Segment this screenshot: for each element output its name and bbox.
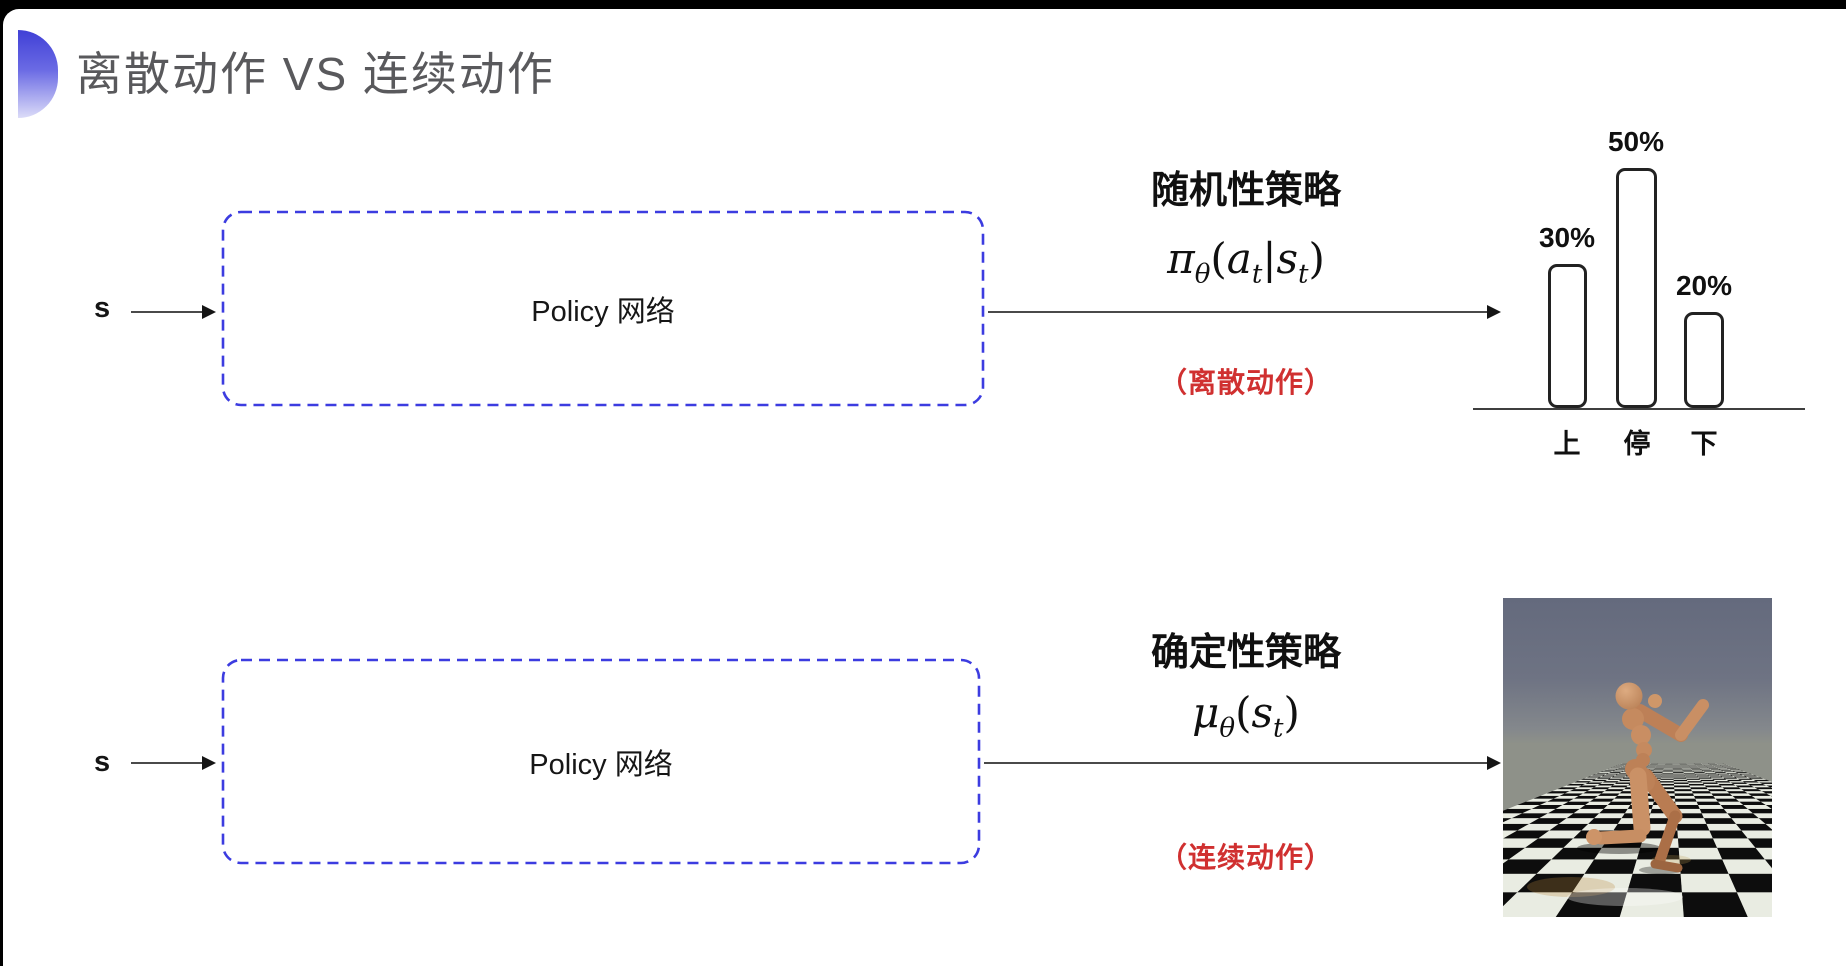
- formula-subscript: t: [1298, 259, 1309, 290]
- policy-box-label-bottom: Policy 网络: [529, 748, 673, 781]
- formula-symbol: π: [1167, 234, 1195, 283]
- formula-subscript: t: [1273, 713, 1284, 744]
- chart-category-label: 上: [1553, 429, 1581, 459]
- chart-category-label: 下: [1690, 429, 1718, 459]
- formula-bar: |: [1262, 234, 1277, 283]
- formula-paren: (: [1235, 688, 1252, 737]
- formula-paren: ): [1308, 234, 1325, 283]
- policy-type-label-top: 随机性策略: [1150, 170, 1341, 212]
- dashed-border: [221, 210, 985, 407]
- action-type-note-bottom: （连续动作）: [1158, 842, 1333, 873]
- title-bullet-icon: [18, 30, 58, 118]
- formula-arg: s: [1276, 234, 1299, 283]
- chart-bar: [1684, 312, 1724, 408]
- policy-formula-top: πθ(at|st): [1060, 234, 1432, 289]
- policy-box-label-top: Policy 网络: [531, 295, 675, 328]
- formula-arg: a: [1226, 234, 1252, 283]
- policy-type-label-bottom: 确定性策略: [1150, 632, 1341, 674]
- formula-subscript: θ: [1219, 713, 1236, 744]
- chart-baseline: [1473, 408, 1805, 410]
- state-input-label-bottom: s: [94, 746, 111, 778]
- formula-paren: (: [1210, 234, 1227, 283]
- formula-arg: s: [1251, 688, 1274, 737]
- chart-value-label: 20%: [1675, 270, 1733, 301]
- chart-value-label: 30%: [1538, 222, 1596, 253]
- state-input-label-top: s: [94, 292, 111, 324]
- chart-value-label: 50%: [1607, 126, 1665, 157]
- humanoid-simulation-image: [1503, 598, 1772, 917]
- slide-title: 离散动作 VS 连续动作: [76, 48, 555, 100]
- chart-category-label: 停: [1623, 429, 1651, 459]
- humanoid-robot-figure: [1527, 682, 1709, 906]
- chart-bar: [1616, 168, 1657, 408]
- dashed-border: [221, 658, 981, 865]
- flow-arrow-input-top: [131, 305, 216, 319]
- policy-network-box-bottom: Policy 网络: [221, 658, 981, 865]
- policy-formula-bottom: μθ(st): [1060, 688, 1432, 743]
- chart-bar: [1548, 264, 1587, 408]
- action-type-note-top: （离散动作）: [1158, 367, 1333, 398]
- policy-network-box-top: Policy 网络: [221, 210, 985, 407]
- flow-arrow-output-top: [988, 305, 1501, 319]
- flow-arrow-output-bottom: [984, 756, 1501, 770]
- flow-arrow-input-bottom: [131, 756, 216, 770]
- formula-subscript: θ: [1194, 259, 1211, 290]
- formula-paren: ): [1283, 688, 1300, 737]
- formula-symbol: μ: [1192, 688, 1220, 737]
- formula-subscript: t: [1251, 259, 1263, 290]
